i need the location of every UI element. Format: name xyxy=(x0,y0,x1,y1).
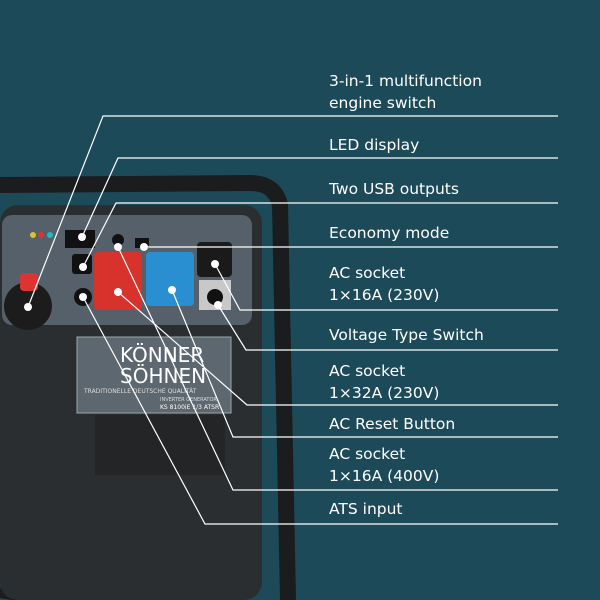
blue-socket-230v xyxy=(146,252,194,306)
socket-16a xyxy=(197,242,232,277)
product-type: INVERTER GENERATOR xyxy=(160,397,217,403)
callout-dots xyxy=(24,233,222,311)
callout-economy-mode: Economy mode xyxy=(329,224,450,242)
frame-tube xyxy=(0,174,296,600)
callout-led-display: LED display xyxy=(329,136,420,154)
brand-line2: SÖHNEN xyxy=(120,364,206,388)
callout-ats-input: ATS input xyxy=(329,500,403,518)
eco-switch xyxy=(135,238,149,248)
callout-voltage-switch: Voltage Type Switch xyxy=(329,326,484,344)
red-socket-32a xyxy=(94,252,142,310)
callout-ac-reset: AC Reset Button xyxy=(329,415,456,433)
brand-tagline: TRADITIONELLE DEUTSCHE QUALITÄT xyxy=(83,388,197,395)
leader-lines xyxy=(27,115,558,525)
model-number: KS 8100iE 1/3 ATSR xyxy=(160,404,219,411)
vent-grille xyxy=(95,415,225,475)
reset-button xyxy=(112,234,124,246)
callout-usb-outputs: Two USB outputs xyxy=(329,180,459,198)
brand-plate xyxy=(76,336,232,414)
